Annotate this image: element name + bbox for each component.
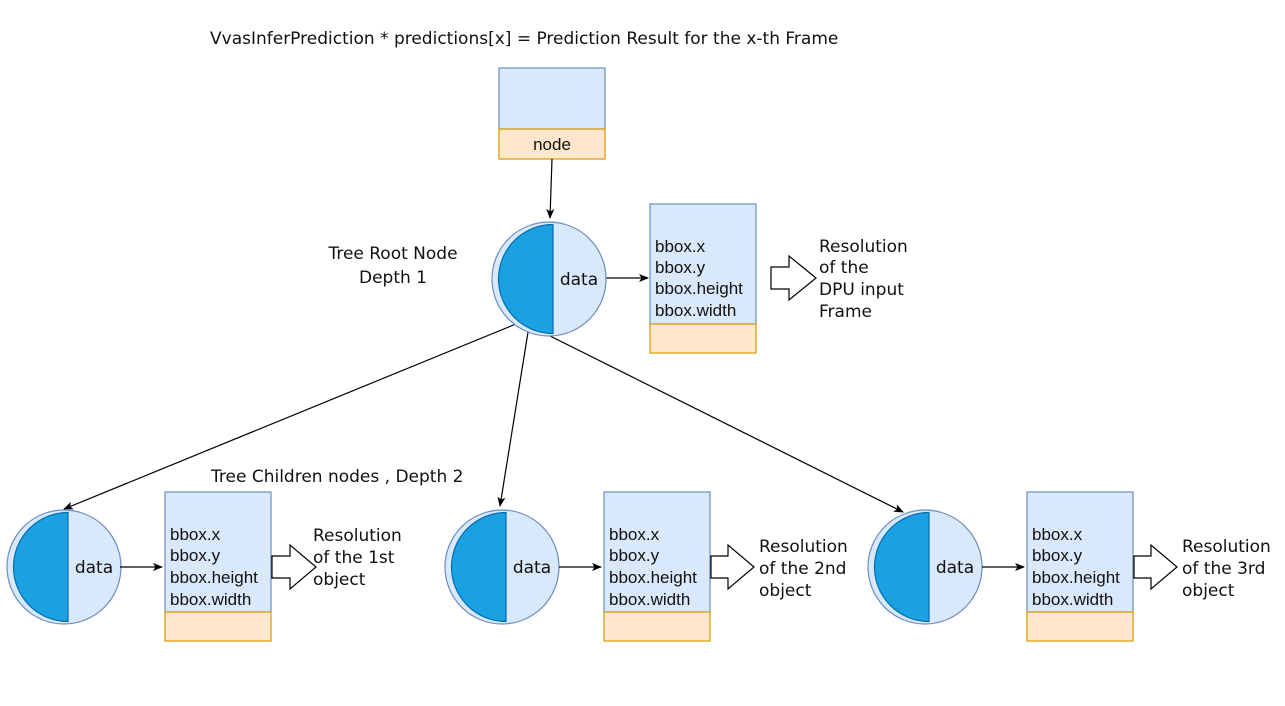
- child-2-circle-label: data: [513, 558, 551, 578]
- child-1-description: Resolution of the 1st object: [313, 526, 402, 590]
- root-desc-line3: DPU input: [819, 280, 904, 300]
- root-block-arrow-icon: [770, 254, 817, 302]
- child-1-field-bbox-height: bbox.height: [170, 568, 258, 587]
- child-node-2: data: [444, 509, 560, 625]
- child-2-fields-box: bbox.x bbox.y bbox.height bbox.width: [603, 491, 711, 642]
- root-field-bbox-width: bbox.width: [655, 301, 736, 320]
- root-desc-line1: Resolution: [819, 237, 908, 257]
- child-3-half-fill: [873, 511, 930, 623]
- child-2-desc-line3: object: [759, 581, 812, 601]
- child-2-block-arrow-icon: [710, 543, 755, 591]
- child-1-desc-line2: of the 1st: [313, 548, 395, 568]
- child-3-field-bbox-width: bbox.width: [1032, 590, 1113, 609]
- root-field-bbox-x: bbox.x: [655, 237, 706, 256]
- edge-root-to-child-2: [497, 325, 530, 507]
- child-3-circle-label: data: [936, 558, 974, 578]
- root-half-fill: [497, 223, 554, 335]
- child-3-field-bbox-y: bbox.y: [1032, 546, 1083, 565]
- child-1-block-arrow-icon: [271, 543, 317, 591]
- root-field-bbox-height: bbox.height: [655, 279, 743, 298]
- child-1-half-fill: [12, 511, 69, 623]
- child-3-description: Resolution of the 3rd object: [1182, 537, 1271, 601]
- root-field-bbox-y: bbox.y: [655, 258, 706, 277]
- edge-root-to-child-3: [529, 325, 904, 513]
- child-3-desc-line2: of the 3rd: [1182, 559, 1265, 579]
- edge-root-to-child-1: [63, 323, 517, 510]
- root-circle-label: data: [560, 270, 598, 290]
- child-1-field-bbox-y: bbox.y: [170, 546, 221, 565]
- child-3-desc-line1: Resolution: [1182, 537, 1271, 557]
- connectors: [63, 158, 904, 513]
- child-2-field-bbox-x: bbox.x: [609, 525, 660, 544]
- edge-node-to-root: [546, 158, 555, 219]
- child-1-field-bbox-x: bbox.x: [170, 525, 221, 544]
- child-1-circle-label: data: [75, 558, 113, 578]
- child-1-desc-line1: Resolution: [313, 526, 402, 546]
- diagram-title: VvasInferPrediction * predictions[x] = P…: [210, 29, 838, 49]
- child-3-field-bbox-x: bbox.x: [1032, 525, 1083, 544]
- root-label-line1: Tree Root Node: [327, 244, 457, 264]
- child-2-field-bbox-y: bbox.y: [609, 546, 660, 565]
- children-label: Tree Children nodes , Depth 2: [210, 467, 463, 487]
- child-3-fields-box: bbox.x bbox.y bbox.height bbox.width: [1026, 491, 1134, 642]
- child-1-fields-box: bbox.x bbox.y bbox.height bbox.width: [164, 491, 272, 642]
- child-2-field-bbox-height: bbox.height: [609, 568, 697, 587]
- child-1-field-bbox-width: bbox.width: [170, 590, 251, 609]
- top-node-label: node: [533, 135, 571, 154]
- child-3-desc-line3: object: [1182, 581, 1235, 601]
- child-2-desc-line1: Resolution: [759, 537, 848, 557]
- root-label-line2: Depth 1: [359, 268, 427, 288]
- top-node-box: node: [498, 67, 606, 160]
- child-2-description: Resolution of the 2nd object: [759, 537, 848, 601]
- child-node-3: data: [867, 509, 983, 625]
- child-3-block-arrow-icon: [1133, 543, 1178, 591]
- root-desc-line4: Frame: [819, 302, 872, 322]
- root-description: Resolution of the DPU input Frame: [819, 237, 908, 322]
- root-fields-box: bbox.x bbox.y bbox.height bbox.width: [649, 203, 757, 354]
- child-2-field-bbox-width: bbox.width: [609, 590, 690, 609]
- child-1-desc-line3: object: [313, 570, 366, 590]
- child-3-field-bbox-height: bbox.height: [1032, 568, 1120, 587]
- root-desc-line2: of the: [819, 258, 869, 278]
- child-2-half-fill: [450, 511, 507, 623]
- child-node-1: data: [6, 509, 122, 625]
- root-node: Tree Root Node Depth 1 data: [327, 221, 607, 337]
- child-2-desc-line2: of the 2nd: [759, 559, 846, 579]
